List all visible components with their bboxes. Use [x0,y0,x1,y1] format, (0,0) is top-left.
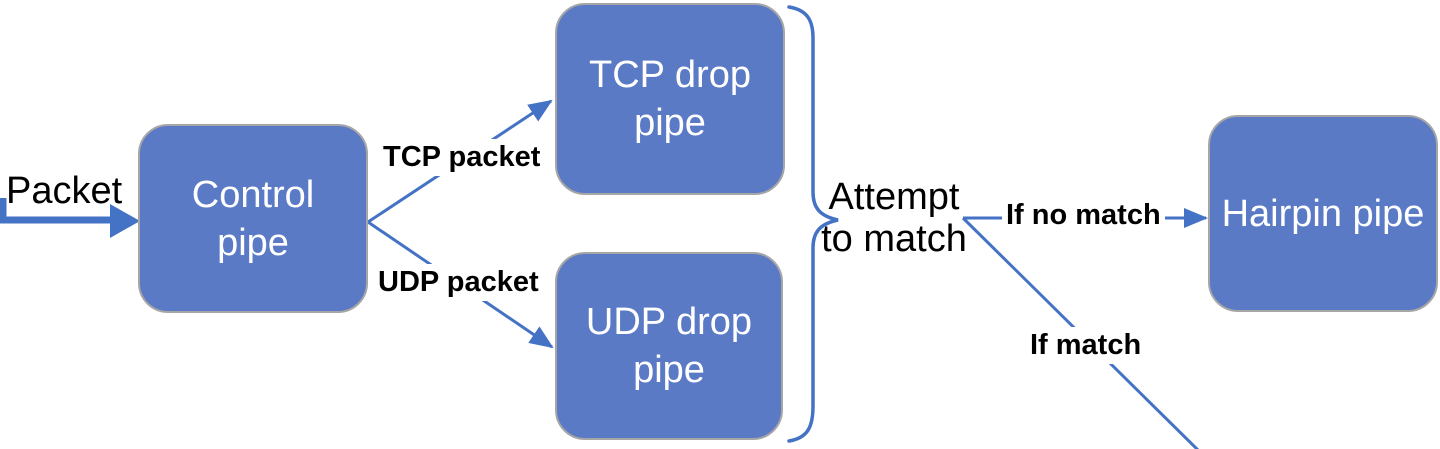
attempt-to-match-label: Attempt to match [806,176,982,260]
udp-packet-label: UDP packet [374,264,543,301]
control-pipe-label-line2: pipe [217,221,289,264]
hairpin-pipe-label: Hairpin pipe [1221,192,1425,235]
attempt-to-match-line1: Attempt [828,176,960,218]
control-pipe-label-line1: Control [191,173,315,216]
attempt-to-match-line2: to match [821,218,967,260]
udp-drop-pipe-label-line2: pipe [633,349,705,391]
packet-arrow [0,198,140,238]
udp-drop-pipe-node: UDP drop pipe [555,252,783,440]
packet-label: Packet [6,170,123,212]
udp-drop-pipe-label-line1: UDP drop [585,301,753,343]
tcp-drop-pipe-label-line2: pipe [634,102,706,144]
tcp-drop-pipe-node: TCP drop pipe [555,3,785,195]
if-no-match-label: If no match [1002,197,1165,234]
tcp-drop-pipe-label-line1: TCP drop [589,54,751,96]
grouping-brace [787,5,839,443]
if-match-label: If match [1026,327,1146,364]
tcp-packet-label: TCP packet [379,139,545,176]
control-pipe-node: Control pipe [138,124,368,313]
hairpin-pipe-node: Hairpin pipe [1208,115,1438,312]
